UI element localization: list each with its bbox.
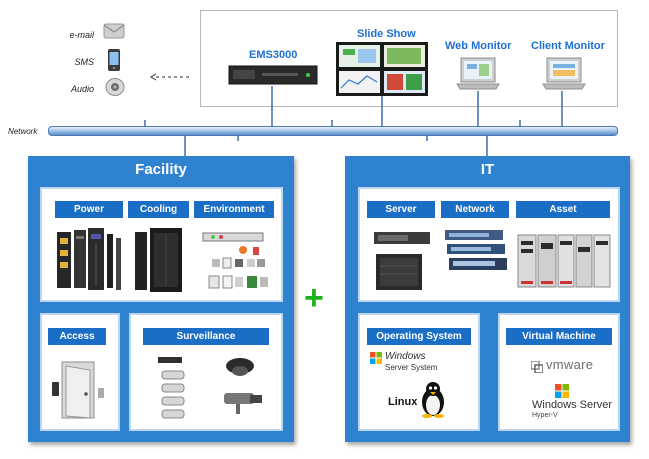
vm-header: Virtual Machine <box>506 328 612 345</box>
dashed-arrow <box>149 68 192 81</box>
windows-server-system-logo-line2: Server System <box>385 363 438 372</box>
plus-sign: + <box>304 279 324 317</box>
slideshow-title: Slide Show <box>357 28 416 40</box>
linux-logo-text: Linux <box>388 396 418 408</box>
slideshow-screens <box>336 42 428 96</box>
it-title: IT <box>480 161 495 178</box>
windows-server-logo-text: Windows Server <box>532 399 613 411</box>
network-switches-icon <box>443 228 509 274</box>
surveillance-header: Surveillance <box>143 328 269 345</box>
network-bus <box>48 126 618 136</box>
hyper-v-logo-text: Hyper-V <box>532 412 558 419</box>
cooling-unit-icon <box>133 226 185 294</box>
asset-header: Asset <box>516 201 610 218</box>
tux-penguin-icon <box>420 380 446 418</box>
client-monitor-laptop <box>542 57 586 91</box>
servers-icon <box>370 226 434 294</box>
cctv-cameras-icon <box>152 353 272 423</box>
windows-logo-icon <box>370 351 382 364</box>
power-header: Power <box>55 201 123 218</box>
email-icon <box>103 23 125 39</box>
access-door-icon <box>50 358 106 420</box>
os-header: Operating System <box>367 328 471 345</box>
facility-title: Facility <box>135 161 187 178</box>
web-monitor-title: Web Monitor <box>445 40 512 52</box>
speaker-icon <box>104 77 126 97</box>
vmware-logo-text: vmware <box>546 357 594 372</box>
ups-cabinets-icon <box>55 228 125 292</box>
asset-racks-icon <box>516 233 612 289</box>
server-header: Server <box>367 201 435 218</box>
network-label: Network <box>8 127 38 136</box>
access-header: Access <box>48 328 106 345</box>
cooling-header: Cooling <box>128 201 189 218</box>
network-header: Network <box>441 201 509 218</box>
ems-server-icon <box>228 64 318 86</box>
windows-flag-icon <box>555 384 569 398</box>
web-monitor-laptop <box>456 57 500 91</box>
vmware-mark-icon <box>530 360 544 374</box>
environment-header: Environment <box>194 201 274 218</box>
sms-label: SMS <box>74 57 94 67</box>
audio-label: Audio <box>70 84 94 94</box>
phone-icon <box>107 48 121 72</box>
email-label: e-mail <box>69 30 94 40</box>
ems-title: EMS3000 <box>249 49 298 61</box>
client-monitor-title: Client Monitor <box>531 40 605 52</box>
windows-server-system-logo-line1: Windows <box>385 351 426 362</box>
environment-sensors-icon <box>199 230 273 294</box>
